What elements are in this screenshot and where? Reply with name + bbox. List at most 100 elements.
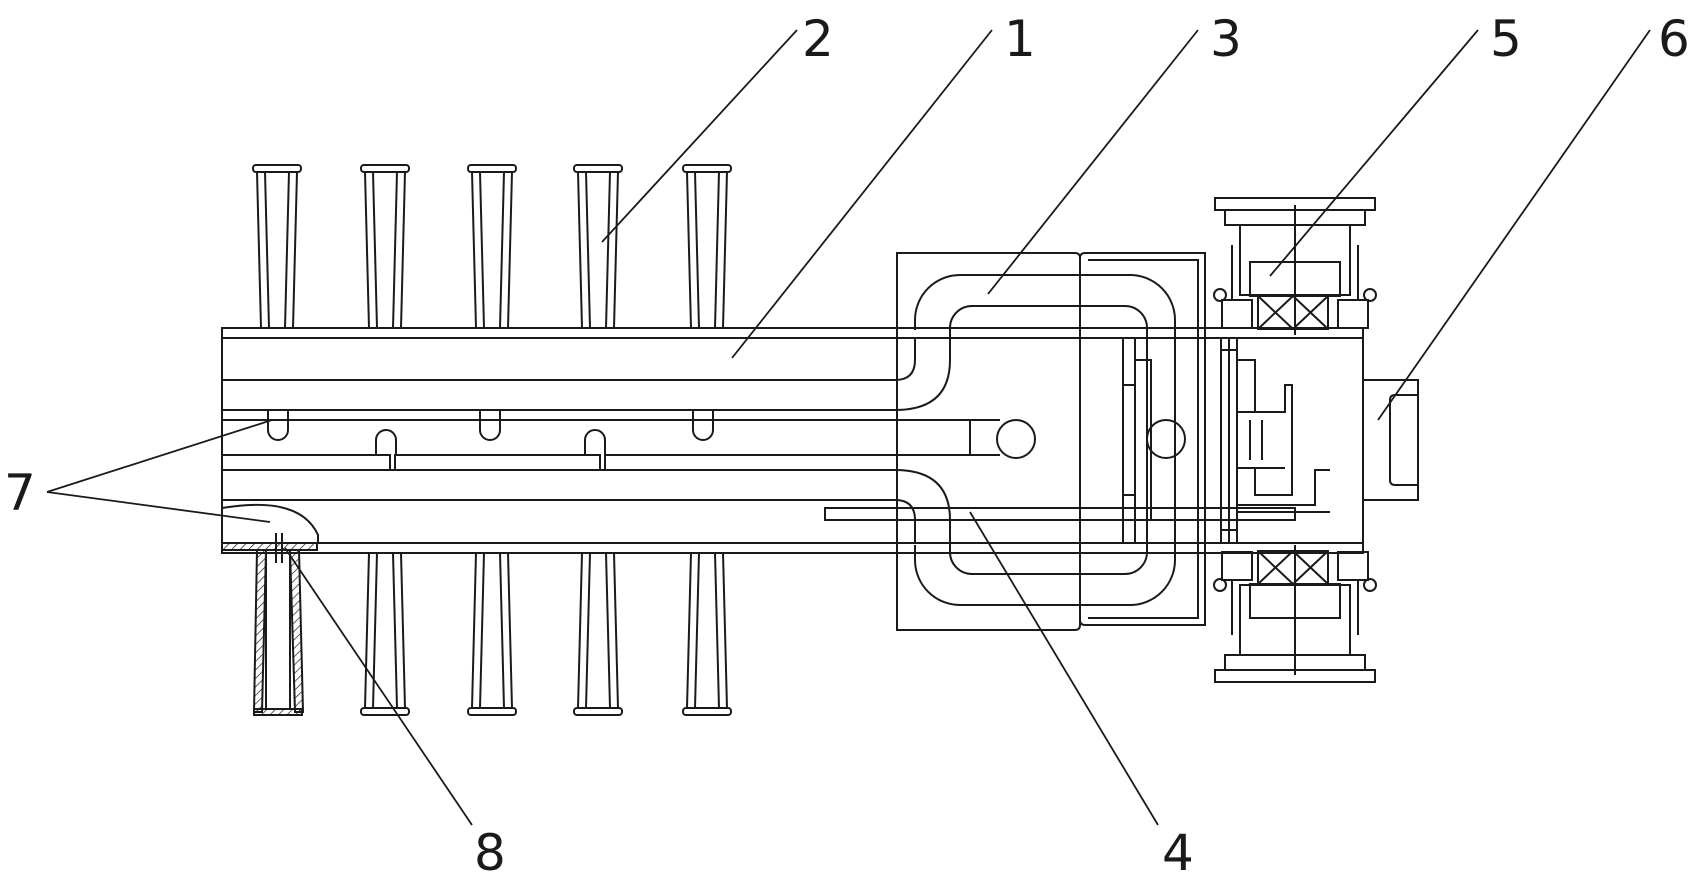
brush-bristle	[479, 171, 485, 329]
brush-bristle	[714, 552, 720, 709]
lower-brush-5	[682, 552, 732, 716]
bearing-side-block	[1337, 299, 1369, 329]
leader-4	[969, 511, 1159, 826]
leader-2	[601, 29, 798, 243]
leader-7a	[46, 419, 273, 493]
upper-brush-4	[573, 164, 623, 329]
lower-brush-3	[467, 552, 517, 716]
brush-bristle	[585, 552, 591, 709]
brush-cap	[573, 164, 623, 173]
bearing-bolt	[1213, 578, 1227, 592]
bearing-bolt	[1213, 288, 1227, 302]
lower-brush-4	[573, 552, 623, 716]
callout-labels: 1 2 3 4 5 6 7 8	[4, 10, 1690, 882]
brush-bristle	[372, 552, 378, 709]
callout-7: 7	[4, 464, 36, 522]
upper-brush-2	[360, 164, 410, 329]
callout-6: 6	[1658, 10, 1690, 68]
leader-8	[284, 547, 473, 826]
callout-8: 8	[474, 824, 506, 881]
brush-side	[686, 552, 692, 709]
brush-bristle	[392, 552, 398, 709]
brush-side	[364, 171, 370, 329]
brush-bristle	[264, 171, 270, 329]
brush-side	[471, 552, 477, 709]
gear-mechanism	[1237, 359, 1330, 513]
leader-5	[1269, 29, 1479, 277]
bearing-bolt	[1363, 578, 1377, 592]
brush-side	[577, 171, 583, 329]
brush-cap	[682, 707, 732, 716]
brush-side	[471, 171, 477, 329]
roller-cage	[1257, 295, 1329, 330]
callout-1: 1	[1004, 10, 1036, 68]
brush-side	[686, 171, 692, 329]
roller-cross	[1257, 550, 1294, 585]
lower-brush-heads	[360, 552, 732, 716]
callout-3: 3	[1210, 10, 1242, 68]
roller-cross	[1292, 550, 1329, 585]
leader-3	[987, 29, 1199, 295]
callout-4: 4	[1162, 824, 1194, 881]
bearing-side-block	[1221, 551, 1253, 581]
brush-side	[507, 171, 513, 329]
brush-bristle	[372, 171, 378, 329]
brush-side	[507, 552, 513, 709]
brush-cap	[573, 707, 623, 716]
upper-brush-5	[682, 164, 732, 329]
brush-bristle	[585, 171, 591, 329]
top-bearing-assembly	[1213, 197, 1377, 335]
upper-brush-heads	[252, 164, 732, 329]
brush-side	[400, 171, 406, 329]
leader-1	[731, 29, 993, 359]
upper-brush-3	[467, 164, 517, 329]
brush-bristle	[694, 552, 700, 709]
brush-side	[292, 171, 298, 329]
brush-side	[400, 552, 406, 709]
bottom-bearing-assembly	[1213, 545, 1377, 683]
roller-cross	[1257, 295, 1294, 330]
brush-bristle	[392, 171, 398, 329]
brush-side	[722, 171, 728, 329]
brush-cap	[682, 164, 732, 173]
upper-brush-1	[252, 164, 302, 329]
brush-cap	[360, 164, 410, 173]
brush-cap	[467, 707, 517, 716]
roller-cross	[1292, 295, 1329, 330]
callout-2: 2	[802, 10, 834, 68]
central-shaft	[222, 419, 1036, 471]
spray-nozzles	[267, 410, 714, 455]
sectioned-brush	[221, 503, 319, 716]
brush-bristle	[694, 171, 700, 329]
callout-5: 5	[1490, 10, 1522, 68]
brush-bristle	[499, 552, 505, 709]
lower-brush-2	[360, 552, 410, 716]
brush-bristle	[499, 171, 505, 329]
shaft-end-roller	[996, 419, 1036, 459]
brush-cap	[252, 164, 302, 173]
leader-6	[1377, 29, 1651, 421]
leader-lines	[46, 29, 1651, 826]
brush-side	[722, 552, 728, 709]
drive-housing	[824, 252, 1296, 631]
brush-side	[364, 552, 370, 709]
brush-side	[613, 171, 619, 329]
bearing-bolt	[1363, 288, 1377, 302]
brush-side	[256, 171, 262, 329]
brush-cap	[467, 164, 517, 173]
roller-cage	[1257, 550, 1329, 585]
brush-bristle	[284, 171, 290, 329]
end-cap	[1362, 379, 1419, 501]
brush-side	[577, 552, 583, 709]
brush-bristle	[479, 552, 485, 709]
brush-bristle	[605, 171, 611, 329]
carriage-plates	[1122, 337, 1238, 544]
bearing-side-block	[1221, 299, 1253, 329]
bearing-side-block	[1337, 551, 1369, 581]
brush-cap	[360, 707, 410, 716]
leader-7b	[46, 491, 271, 523]
brush-bristle	[605, 552, 611, 709]
carriage-roller	[1146, 419, 1186, 459]
brush-bristle	[714, 171, 720, 329]
